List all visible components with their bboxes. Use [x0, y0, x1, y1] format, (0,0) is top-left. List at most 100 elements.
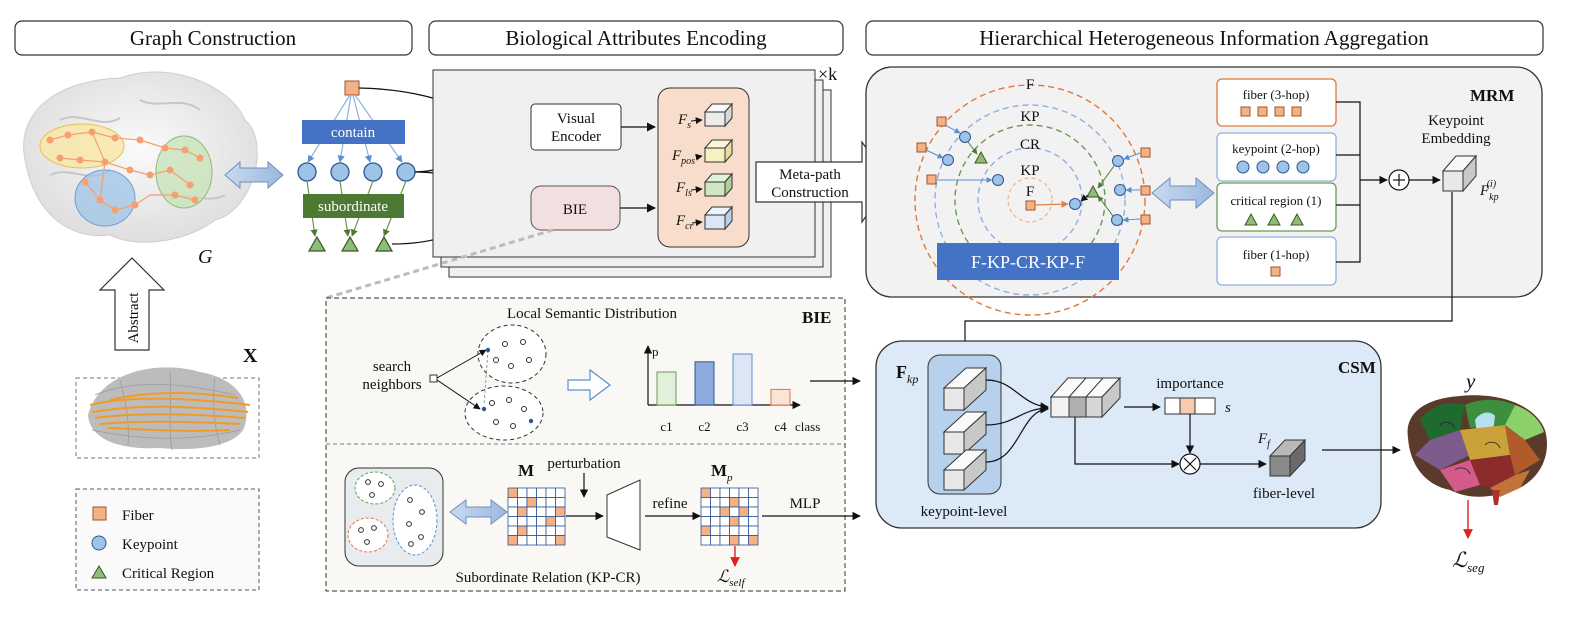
matrix-Mp-cell — [729, 497, 740, 508]
matrix-Mp-cell — [710, 487, 721, 498]
matrix-Mp-cell — [729, 525, 740, 536]
mlp-label: MLP — [790, 496, 821, 512]
keypoint-embedding-label: Keypoint — [1428, 113, 1485, 129]
fiber-tract-image — [75, 367, 260, 459]
matrix-M-cell — [526, 535, 537, 546]
section-title: Graph Construction — [130, 26, 297, 50]
matrix-M-cell — [555, 487, 566, 498]
matrix-Mp-cell — [719, 506, 730, 517]
chart-tick-label-c1: c1 — [660, 419, 672, 434]
chart-bar-c4 — [770, 388, 791, 406]
matrix-Mp-cell — [738, 506, 749, 517]
matrix-Mp-cell — [710, 497, 721, 508]
refine-network-shape — [606, 479, 641, 551]
chart-x-label: class — [795, 419, 820, 434]
matrix-Mp-cell — [738, 516, 749, 527]
keypoint-legend-icon — [91, 535, 107, 551]
matrix-Mp — [700, 487, 759, 546]
matrix-M-cell — [545, 516, 556, 527]
visual-encoder-box: Visual Encoder — [530, 103, 622, 151]
matrix-Mp-cell — [700, 506, 711, 517]
matrix-M — [507, 487, 566, 546]
matrix-M-cell — [555, 506, 566, 517]
neighbor-clusters — [429, 324, 547, 441]
loss-seg-label: ℒseg — [1452, 548, 1485, 575]
matrix-M-cell — [536, 506, 547, 517]
hop-box-fiber-1: fiber (1-hop) — [1216, 236, 1337, 286]
loss-self-label: ℒself — [717, 567, 746, 589]
chart-bar-c1 — [656, 371, 677, 406]
matrix-Mp-cell — [700, 535, 711, 546]
feature-Fpos: Fpos — [671, 148, 695, 167]
matrix-M-cell — [545, 535, 556, 546]
hop-label: critical region (1) — [1231, 193, 1322, 208]
matrix-M-cell — [545, 506, 556, 517]
matrix-Mp-cell — [719, 525, 730, 536]
kp-cr-cluster-box — [344, 467, 444, 567]
importance-label: importance — [1156, 376, 1224, 392]
matrix-Mp-cell — [738, 487, 749, 498]
legend: Fiber Keypoint Critical Region — [75, 488, 260, 591]
section-title: Biological Attributes Encoding — [505, 26, 767, 50]
F-kp-label: Fkp(i) — [1479, 179, 1499, 203]
mrm-to-csm-connector — [960, 192, 1453, 352]
matrix-Mp-cell — [700, 497, 711, 508]
matrix-Mp-cell — [738, 535, 749, 546]
ring-label-F-inner: F — [1026, 184, 1034, 200]
matrix-Mp-cell — [719, 516, 730, 527]
keypoint-embedding-label-2: Embedding — [1421, 131, 1491, 147]
legend-fiber: Fiber — [122, 508, 154, 524]
matrix-M-cell — [555, 525, 566, 536]
matrix-Mp-cell — [700, 525, 711, 536]
section-header-bio-encoding: Biological Attributes Encoding — [428, 20, 844, 56]
importance-s-label: s — [1225, 400, 1231, 416]
matrix-M-cell — [536, 497, 547, 508]
matrix-Mp-cell — [729, 535, 740, 546]
subordinate-relation-label: Subordinate Relation (KP-CR) — [456, 570, 641, 586]
matrix-M-cell — [526, 516, 537, 527]
contain-label: contain — [331, 125, 376, 141]
matrix-M-cell — [526, 487, 537, 498]
chart-tick-label-c3: c3 — [736, 419, 748, 434]
matrix-M-cell — [555, 516, 566, 527]
matrix-M-cell — [507, 535, 518, 546]
matrix-M-cell — [507, 487, 518, 498]
matrix-Mp-cell — [748, 497, 759, 508]
matrix-M-cell — [555, 497, 566, 508]
matrix-Mp-cell — [700, 516, 711, 527]
matrix-M-cell — [545, 487, 556, 498]
section-header-graph-construction: Graph Construction — [14, 20, 413, 56]
refine-label: refine — [653, 496, 688, 512]
matrix-M-cell — [517, 516, 528, 527]
legend-keypoint: Keypoint — [122, 537, 179, 553]
matrix-Mp-cell — [710, 535, 721, 546]
times-k-label: ×k — [818, 64, 837, 84]
matrix-Mp-cell — [700, 487, 711, 498]
hop-box-critical-region: critical region (1) — [1216, 182, 1337, 232]
meta-path-label-text: F-KP-CR-KP-F — [971, 252, 1085, 272]
label-G: G — [198, 246, 213, 268]
chart-tick-label-c2: c2 — [698, 419, 710, 434]
feature-Fls: Fls — [675, 180, 692, 199]
abstract-arrow: Abstract — [98, 257, 166, 351]
hop-label: fiber (3-hop) — [1243, 87, 1310, 102]
chart-bar-c2 — [694, 361, 715, 406]
multiply-icon — [1179, 453, 1201, 475]
feature-Fcr: Fcr — [675, 213, 694, 232]
matrix-M-cell — [526, 506, 537, 517]
matrix-Mp-cell — [738, 525, 749, 536]
matrix-M-cell — [507, 525, 518, 536]
keypoint-cubes — [942, 366, 988, 492]
chart-bar-c3 — [732, 353, 753, 406]
section-header-hier-aggregation: Hierarchical Heterogeneous Information A… — [865, 20, 1544, 56]
matrix-M-cell — [545, 497, 556, 508]
meta-path-label: Meta-path — [779, 167, 841, 183]
region-legend-icon — [91, 565, 107, 579]
perturbation-label: perturbation — [547, 456, 621, 472]
matrix-Mp-cell — [710, 506, 721, 517]
meta-path-label-2: Construction — [771, 185, 849, 201]
matrix-M-cell — [526, 497, 537, 508]
ring-label-KP-outer: KP — [1020, 109, 1039, 125]
keypoint-level-label: keypoint-level — [921, 504, 1008, 520]
